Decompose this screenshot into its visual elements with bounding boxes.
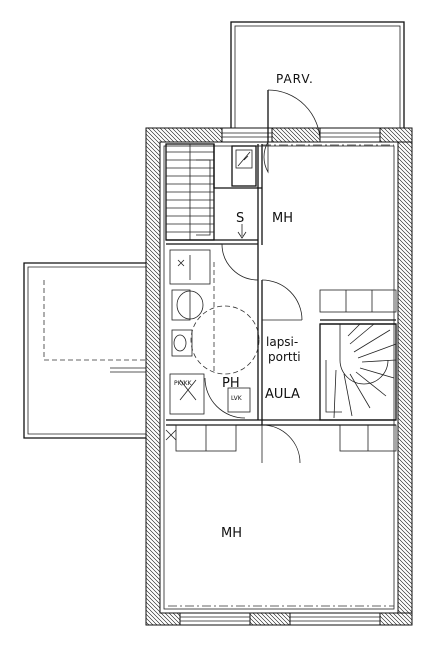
label-bedroom-upper: MH	[272, 211, 293, 226]
balcony-door	[263, 89, 321, 174]
hall-doors	[261, 279, 303, 464]
label-linen-cabinet: LVK	[231, 395, 243, 402]
windows-top	[221, 127, 394, 146]
label-safety-gate-2: portti	[268, 350, 301, 364]
bedroom-upper-door	[221, 243, 259, 281]
windows-bottom	[168, 605, 394, 626]
label-washer: PK/KK	[174, 380, 193, 387]
label-bedroom-lower: MH	[221, 526, 242, 541]
label-safety-gate-1: lapsi-	[266, 335, 298, 349]
label-hall: AULA	[265, 387, 300, 402]
terrace-canopy	[23, 262, 150, 439]
label-closet: S	[236, 211, 244, 226]
spiral-stair	[319, 323, 397, 421]
balcony	[230, 21, 405, 131]
label-bathroom: PH	[222, 376, 240, 391]
exterior-walls	[145, 127, 413, 626]
stair-down	[165, 143, 215, 241]
label-balcony: PARV.	[276, 72, 314, 86]
sills	[165, 289, 397, 452]
wardrobe	[231, 145, 257, 187]
closet	[237, 224, 247, 239]
bathroom	[169, 249, 260, 419]
